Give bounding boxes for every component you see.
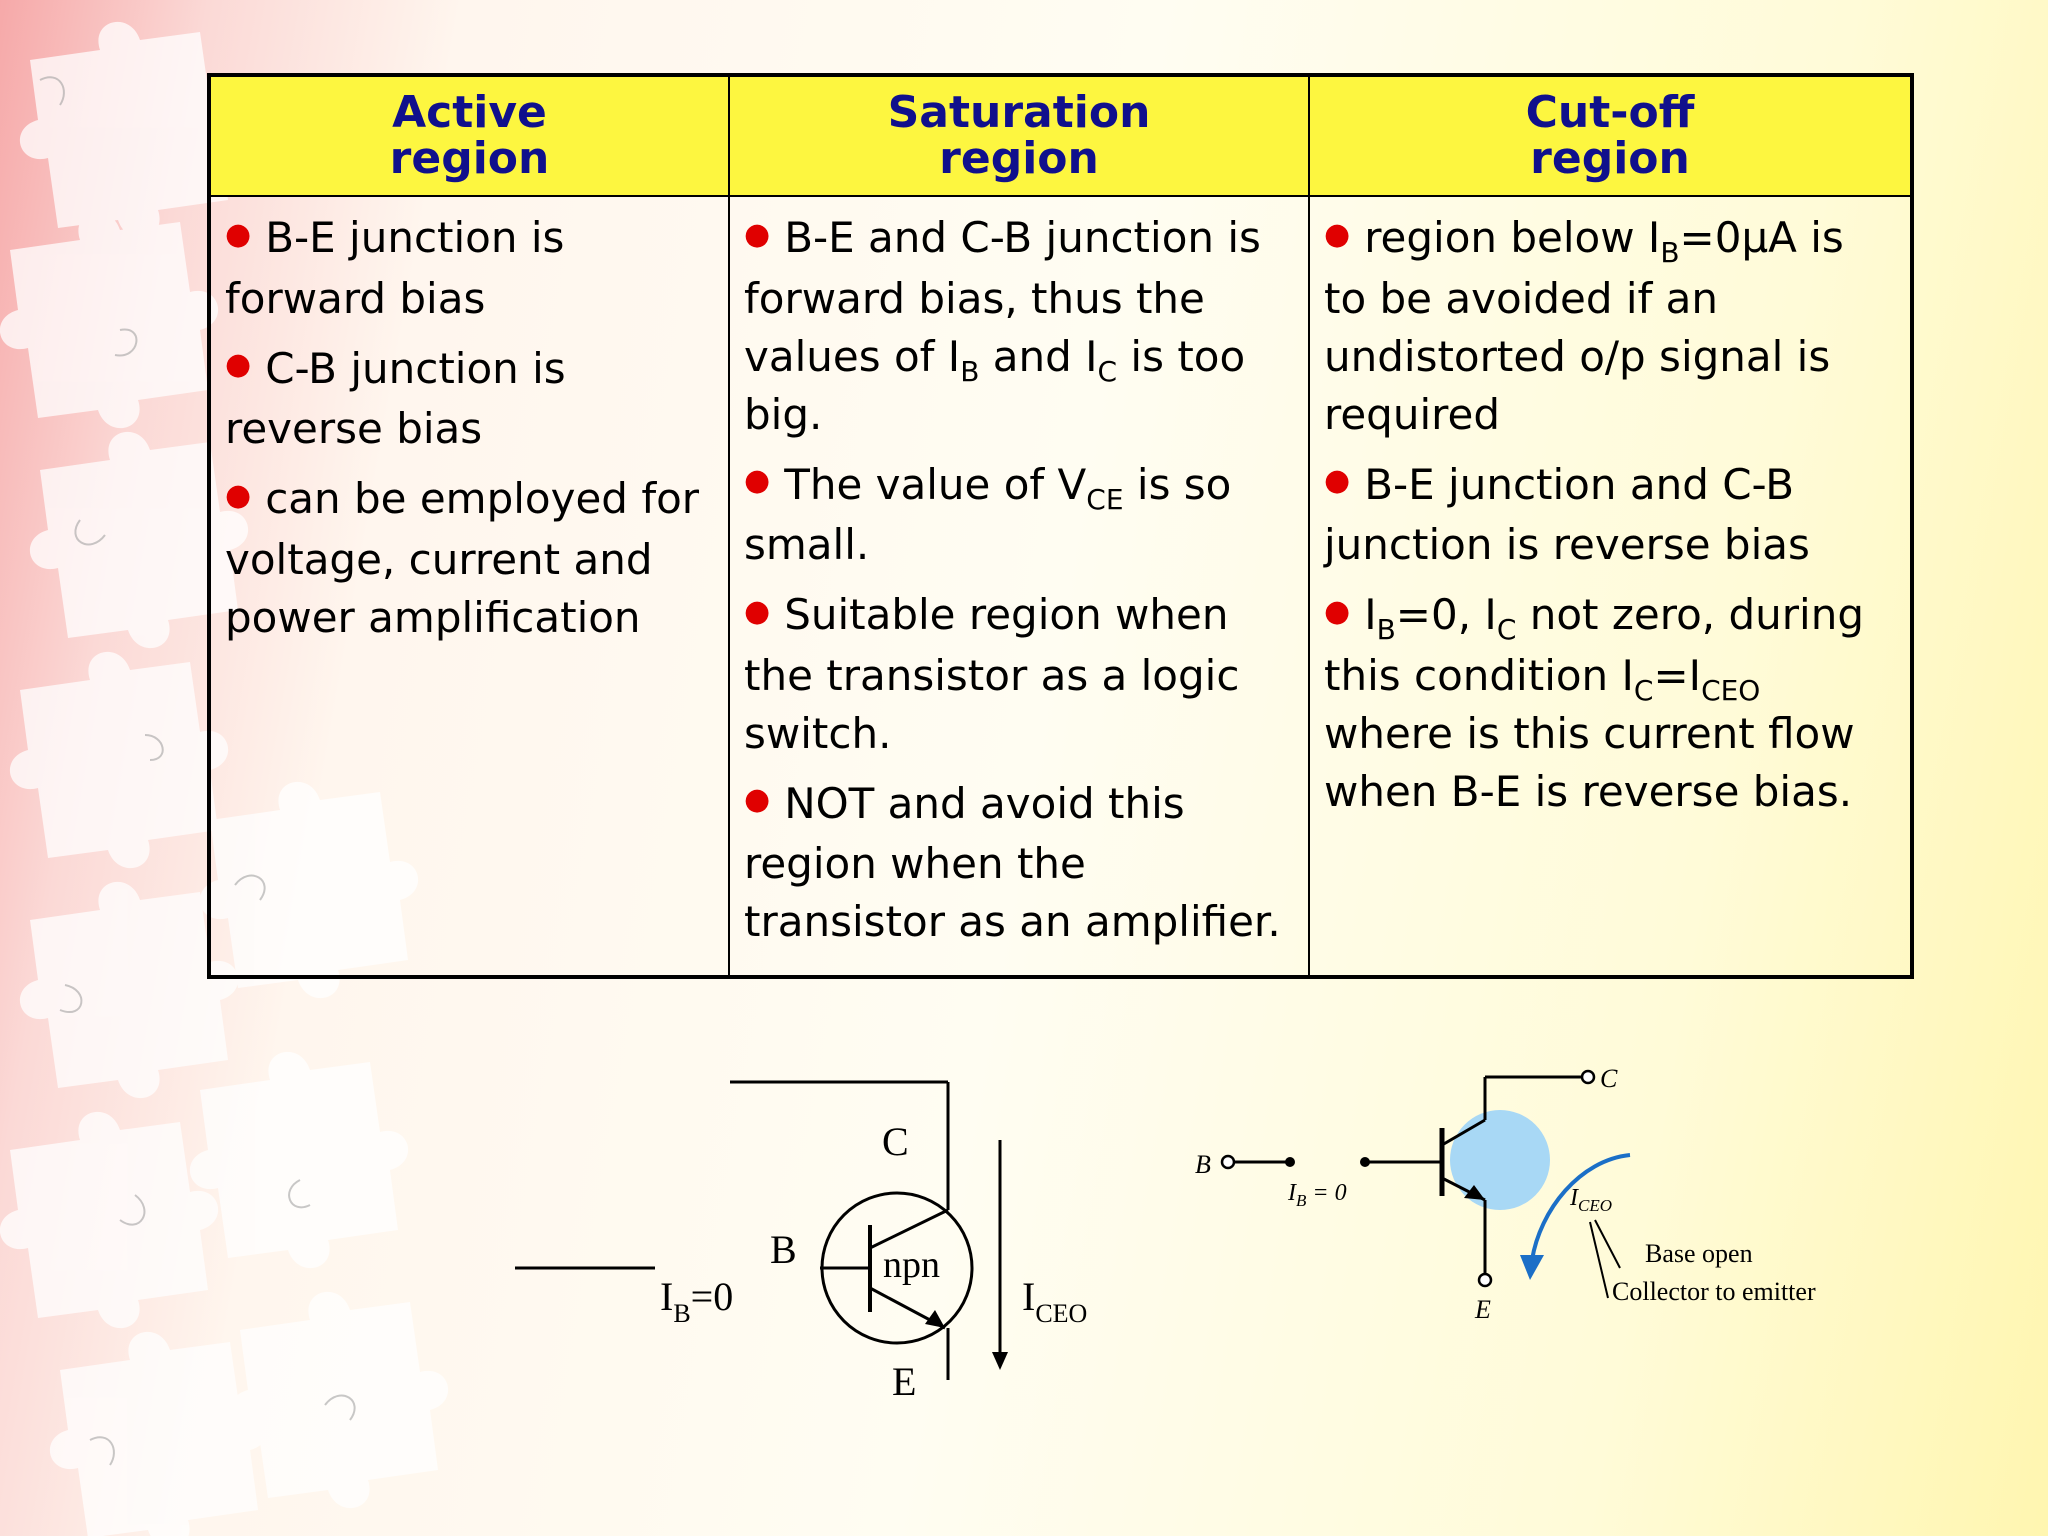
label-iceo: ICEO: [1569, 1185, 1612, 1215]
label-c: C: [1600, 1064, 1618, 1093]
label-ib: IB=0: [660, 1274, 733, 1328]
active-bullet-3: ●can be employed for voltage, current an…: [225, 474, 700, 642]
note-pointer-2: [1589, 1221, 1609, 1299]
header-cutoff-line1: Cut-off: [1525, 87, 1695, 138]
e-terminal: [1477, 1272, 1493, 1288]
down-arrow-icon: [992, 1352, 1008, 1370]
label-b: B: [770, 1227, 797, 1272]
active-region-cell: ●B-E junction is forward bias ●C-B junct…: [208, 195, 730, 978]
cutoff-bullet-3: ●IB=0, IC not zero, during this conditio…: [1324, 590, 1864, 816]
cutoff-bullet-2: ●B-E junction and C-B junction is revers…: [1324, 459, 1810, 570]
saturation-bullet-2: ●The value of VCE is so small.: [744, 459, 1232, 570]
b-terminal: [1220, 1154, 1236, 1170]
bullet-dot-icon: ●: [1324, 593, 1351, 629]
bullet-dot-icon: ●: [744, 593, 771, 629]
label-e: E: [892, 1359, 916, 1404]
header-active-line1: Active: [392, 87, 547, 138]
saturation-bullet-3: ●Suitable region when the transistor as …: [744, 590, 1240, 758]
header-cutoff-region: Cut-off region: [1308, 74, 1913, 197]
npn-cutoff-diagram: C B E npn IB=0 ICEO: [515, 1080, 1087, 1404]
note-base-open: Base open: [1645, 1239, 1753, 1268]
header-saturation-region: Saturation region: [728, 74, 1310, 197]
bullet-dot-icon: ●: [225, 216, 252, 252]
saturation-bullet-4: ●NOT and avoid this region when the tran…: [744, 778, 1281, 947]
active-bullet-2: ●C-B junction is reverse bias: [225, 343, 566, 454]
cutoff-region-cell: ●region below IB=0μA is to be avoided if…: [1308, 195, 1913, 978]
saturation-bullet-1: ●B-E and C-B junction is forward bias, t…: [744, 213, 1261, 439]
iceo-curve-arrow: [1530, 1153, 1631, 1261]
bullet-dot-icon: ●: [1324, 463, 1351, 498]
cutoff-bullet-1: ●region below IB=0μA is to be avoided if…: [1324, 213, 1844, 439]
emitter-arrow-icon: [925, 1310, 945, 1328]
saturation-region-cell: ●B-E and C-B junction is forward bias, t…: [728, 195, 1310, 978]
header-active-line2: region: [389, 133, 550, 184]
collector-lead: [1441, 1118, 1486, 1147]
transistor-body: [1450, 1110, 1550, 1210]
c-terminal: [1580, 1069, 1596, 1085]
bullet-dot-icon: ●: [225, 477, 252, 513]
header-saturation-line1: Saturation: [887, 87, 1151, 138]
b-node-dot-2: [1360, 1157, 1370, 1167]
header-cutoff-line2: region: [1530, 133, 1690, 184]
header-active-region: Active region: [208, 74, 730, 197]
bullet-dot-icon: ●: [1324, 216, 1351, 252]
iceo-arrowhead-icon: [1520, 1255, 1544, 1280]
bullet-dot-icon: ●: [744, 216, 771, 252]
collector-lead: [869, 1208, 949, 1250]
label-iceo: ICEO: [1022, 1274, 1087, 1328]
label-b: B: [1195, 1150, 1211, 1179]
note-pointer-1: [1594, 1219, 1621, 1269]
bullet-dot-icon: ●: [744, 463, 771, 498]
header-saturation-line2: region: [939, 133, 1099, 184]
b-node-dot: [1285, 1157, 1295, 1167]
emitter-arrow-icon: [1464, 1185, 1485, 1200]
transistor-regions-table: Active region Saturation region Cut-off …: [207, 73, 1914, 979]
active-bullet-1: ●B-E junction is forward bias: [225, 213, 565, 323]
bullet-dot-icon: ●: [744, 782, 771, 817]
label-c: C: [882, 1119, 909, 1164]
label-npn: npn: [883, 1244, 940, 1286]
note-collector-to-emitter: Collector to emitter: [1612, 1277, 1816, 1306]
bullet-dot-icon: ●: [225, 347, 252, 382]
label-e: E: [1474, 1295, 1491, 1324]
cutoff-iceo-diagram: B C E IB = 0 ICEO Base open Collector to…: [1195, 1064, 1816, 1324]
label-ib: IB = 0: [1287, 1180, 1347, 1210]
